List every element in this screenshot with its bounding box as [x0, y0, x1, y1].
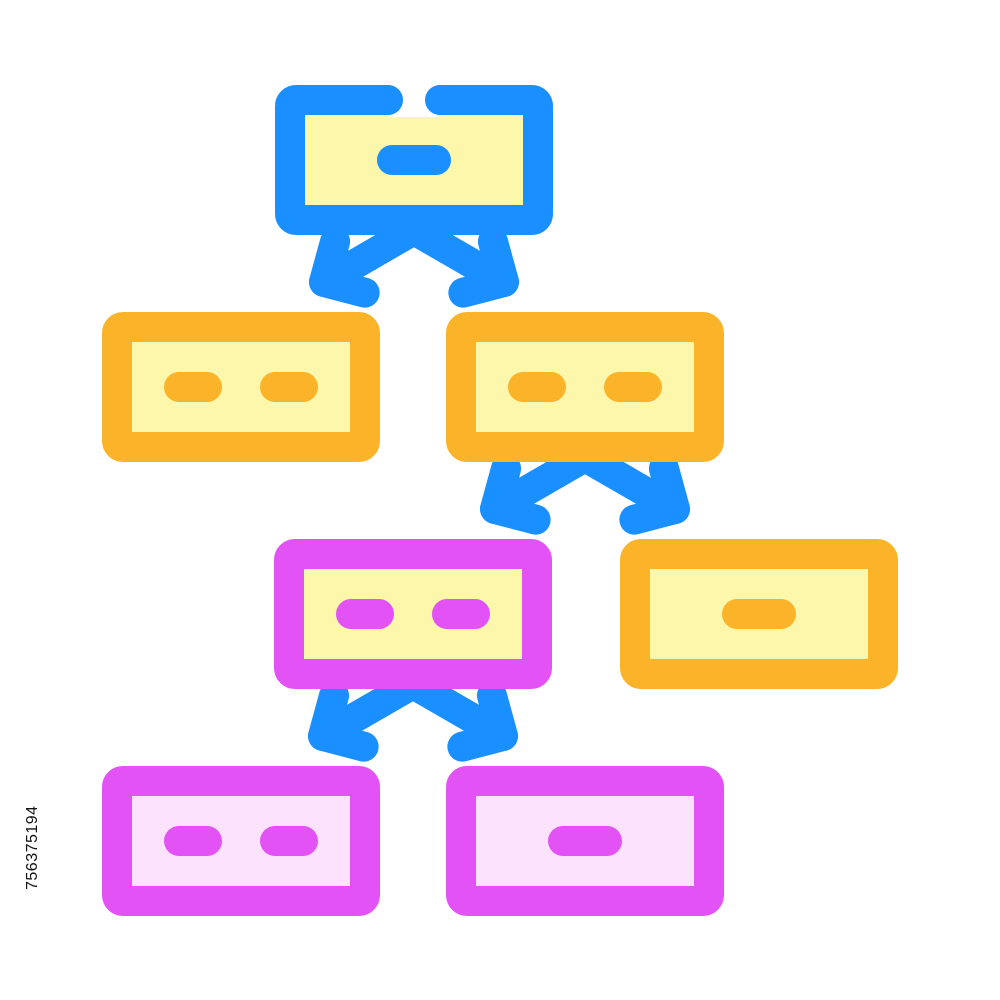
- root-node: [275, 83, 553, 235]
- arrow-grandchild-left-node-to-leaf-left-node: [308, 669, 428, 762]
- leaf-left-node: [102, 766, 380, 916]
- stock-id-watermark: 756375194: [24, 805, 41, 890]
- grandchild-left-node: [274, 539, 552, 689]
- arrow-root-node-to-right-child-node: [399, 215, 519, 308]
- leaf-right-node: [446, 766, 724, 916]
- arrow-right-child-node-to-grandchild-left-node: [480, 442, 600, 535]
- arrow-right-child-node-to-grandchild-right-node: [570, 442, 690, 535]
- grandchild-right-node: [620, 539, 898, 689]
- left-child-node: [102, 312, 380, 462]
- arrow-grandchild-left-node-to-leaf-right-node: [398, 669, 518, 762]
- arrow-root-node-to-left-child-node: [309, 215, 429, 308]
- right-child-node: [446, 312, 724, 462]
